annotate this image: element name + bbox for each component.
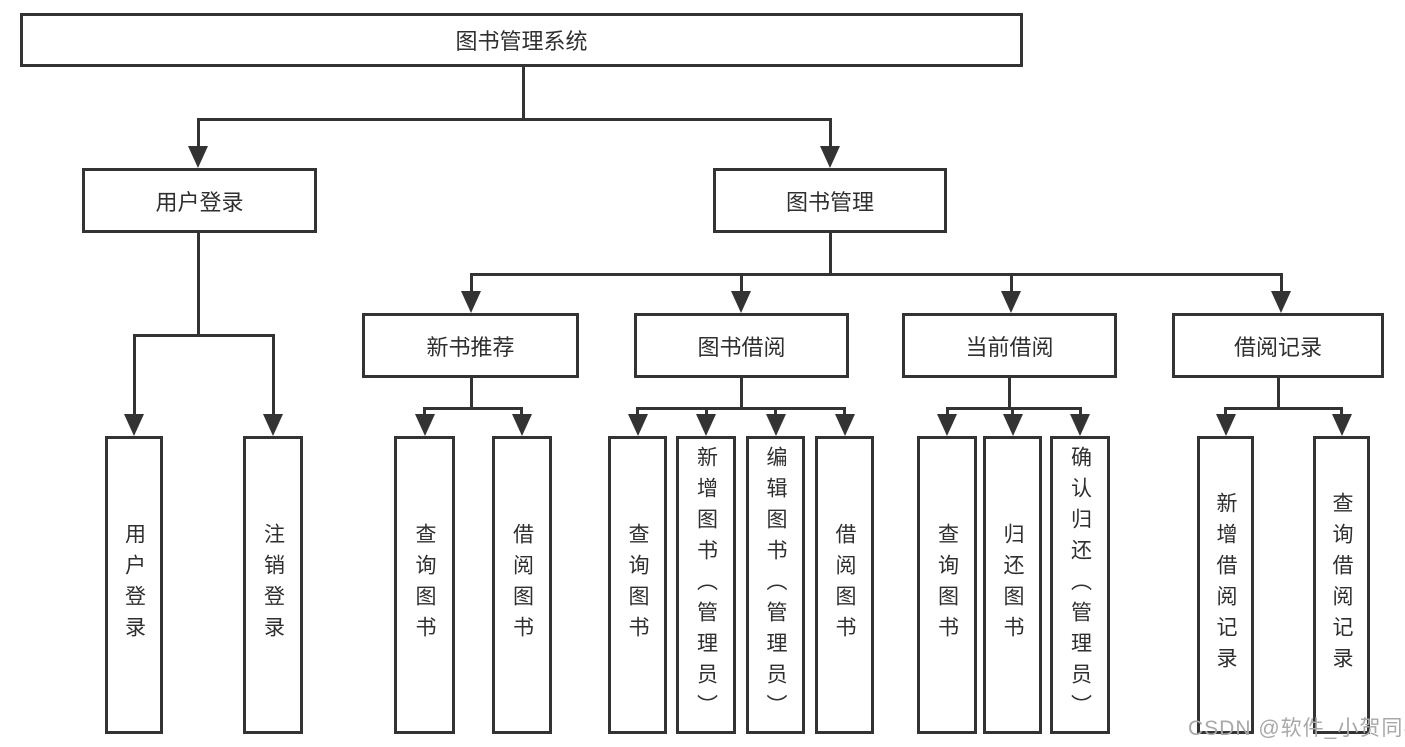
connector-root-vertical [521, 67, 525, 118]
leaf-bb-add-books-label: 新增图书（管理员） [694, 445, 718, 725]
connector-root-horizontal [196, 118, 832, 121]
leaf-user-login-label: 用户登录 [122, 523, 146, 647]
arrow-to-br-add [1215, 407, 1236, 436]
node-borrow-record-label: 借阅记录 [1233, 334, 1322, 360]
leaf-br-add-record-label: 新增借阅记录 [1214, 492, 1237, 678]
connector-rec-vertical [469, 378, 473, 410]
leaf-cb-query-books-label: 查询图书 [935, 523, 959, 647]
leaf-bb-edit-books: 编辑图书（管理员） [746, 436, 805, 734]
arrow-to-current-borrow [1001, 273, 1021, 313]
node-book-mgmt: 图书管理 [713, 168, 947, 233]
leaf-rec-borrow-books: 借阅图书 [492, 436, 552, 734]
connector-user-horizontal [132, 334, 275, 337]
watermark-text: CSDN @软件_小贺同学 [1188, 717, 1405, 740]
leaf-br-query-record: 查询借阅记录 [1313, 436, 1370, 734]
arrow-to-br-query [1331, 407, 1352, 436]
leaf-rec-query-books-label: 查询图书 [413, 523, 436, 647]
node-user-login-label: 用户登录 [155, 189, 244, 215]
leaf-bb-borrow-books-label: 借阅图书 [833, 523, 856, 647]
connector-bookmgmt-vertical [828, 233, 832, 276]
arrow-to-cb-return [1002, 407, 1023, 436]
connector-br-vertical [1276, 378, 1280, 410]
connector-bb-horizontal [636, 407, 846, 410]
arrow-to-cb-confirm [1070, 407, 1090, 436]
node-new-book-rec: 新书推荐 [362, 313, 579, 378]
node-current-borrow: 当前借阅 [902, 313, 1117, 378]
node-root-label: 图书管理系统 [455, 29, 588, 54]
node-book-borrow-label: 图书借阅 [697, 334, 786, 360]
leaf-bb-borrow-books: 借阅图书 [815, 436, 874, 734]
node-new-book-rec-label: 新书推荐 [426, 334, 515, 360]
connector-rec-horizontal [423, 407, 523, 410]
connector-cb-vertical [1008, 378, 1011, 410]
node-book-mgmt-label: 图书管理 [785, 189, 874, 215]
arrow-to-user-login [188, 118, 208, 168]
leaf-br-add-record: 新增借阅记录 [1197, 436, 1254, 734]
arrow-to-rec-query [414, 407, 435, 436]
arrow-to-bb-borrow [834, 407, 855, 436]
leaf-bb-edit-books-label: 编辑图书（管理员） [764, 445, 787, 725]
node-borrow-record: 借阅记录 [1172, 313, 1384, 378]
leaf-cb-return-books-label: 归还图书 [1001, 523, 1024, 647]
node-book-borrow: 图书借阅 [634, 313, 849, 378]
leaf-br-query-record-label: 查询借阅记录 [1330, 492, 1353, 678]
arrow-to-rec-borrow [511, 407, 532, 436]
leaf-cb-query-books: 查询图书 [917, 436, 977, 734]
connector-level3-horizontal [469, 273, 1283, 276]
arrow-to-book-borrow [731, 273, 751, 313]
leaf-bb-query-books: 查询图书 [608, 436, 667, 734]
node-current-borrow-label: 当前借阅 [965, 334, 1054, 360]
leaf-bb-query-books-label: 查询图书 [626, 523, 649, 647]
arrow-to-leaf-logout [263, 334, 283, 436]
connector-user-vertical [196, 233, 200, 337]
arrow-to-cb-query [937, 407, 957, 436]
arrow-to-bb-query [627, 407, 648, 436]
arrow-to-leaf-user-login [124, 334, 144, 436]
leaf-bb-add-books: 新增图书（管理员） [676, 436, 736, 734]
leaf-rec-borrow-books-label: 借阅图书 [510, 523, 534, 647]
arrow-to-bb-add [696, 407, 716, 436]
connector-br-horizontal [1224, 407, 1343, 410]
arrow-to-bb-edit [765, 407, 786, 436]
connector-bb-vertical [739, 378, 743, 410]
leaf-cb-confirm-return: 确认归还（管理员） [1050, 436, 1110, 734]
arrow-to-new-book-rec [461, 273, 481, 313]
arrow-to-book-mgmt [820, 118, 840, 168]
leaf-logout-login: 注销登录 [243, 436, 303, 734]
leaf-user-login: 用户登录 [105, 436, 163, 734]
leaf-rec-query-books: 查询图书 [394, 436, 455, 734]
node-root: 图书管理系统 [20, 13, 1023, 67]
node-user-login: 用户登录 [82, 168, 317, 233]
arrow-to-borrow-record [1271, 273, 1291, 313]
leaf-cb-return-books: 归还图书 [983, 436, 1042, 734]
leaf-cb-confirm-return-label: 确认归还（管理员） [1068, 445, 1092, 725]
leaf-logout-login-label: 注销登录 [261, 523, 285, 647]
